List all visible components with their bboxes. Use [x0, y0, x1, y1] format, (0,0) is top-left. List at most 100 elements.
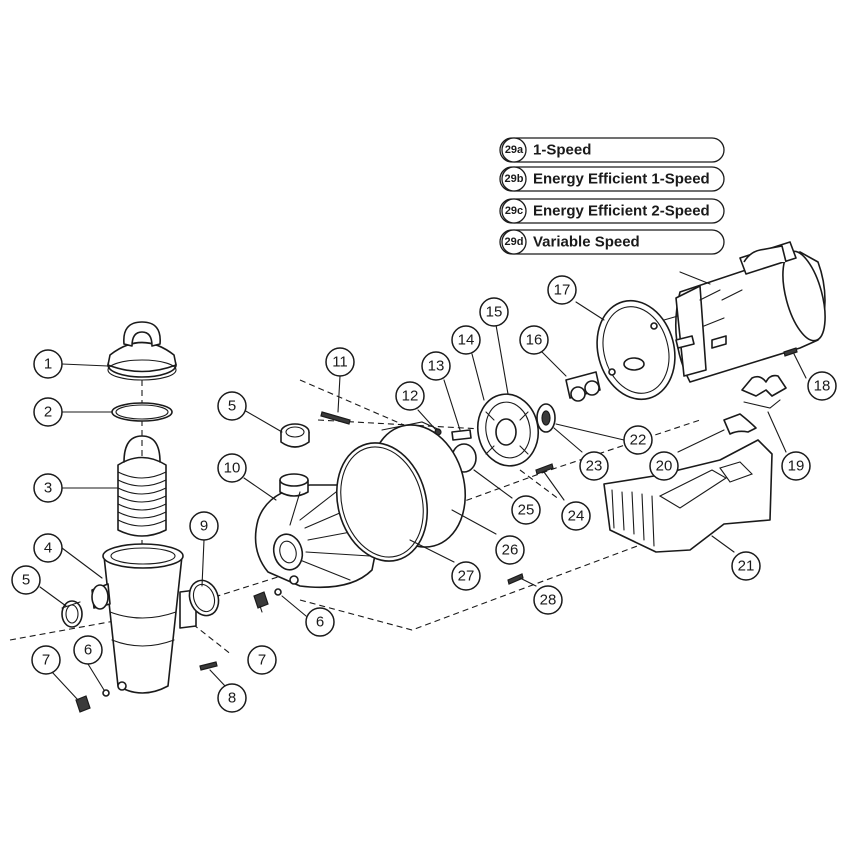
svg-text:24: 24 — [568, 508, 585, 525]
legend-label: Energy Efficient 1-Speed — [533, 171, 710, 188]
svg-text:3: 3 — [44, 480, 52, 497]
union-fitting-left — [61, 600, 83, 628]
callout-4: 4 — [33, 533, 63, 563]
legend-code: 29d — [505, 236, 524, 248]
leader-lines — [39, 271, 807, 701]
union-fitting-top — [280, 423, 310, 448]
callout-6a: 6 — [73, 635, 103, 665]
strainer-lid — [107, 321, 177, 381]
svg-text:5: 5 — [22, 572, 30, 589]
svg-text:28: 28 — [540, 592, 557, 609]
callout-20: 20 — [649, 451, 679, 481]
callout-12: 12 — [395, 381, 425, 411]
svg-text:6: 6 — [316, 614, 324, 631]
svg-text:27: 27 — [458, 568, 475, 585]
legend-code: 29b — [505, 173, 524, 185]
screw-28 — [507, 573, 524, 585]
svg-text:22: 22 — [630, 432, 647, 449]
svg-text:9: 9 — [200, 518, 208, 535]
callout-14: 14 — [451, 325, 481, 355]
shaft-seal — [536, 403, 556, 433]
svg-text:1: 1 — [44, 356, 52, 373]
callout-7a: 7 — [31, 645, 61, 675]
callout-18: 18 — [807, 371, 837, 401]
legend-label: Energy Efficient 2-Speed — [533, 203, 710, 220]
svg-text:14: 14 — [458, 332, 475, 349]
impeller — [477, 393, 539, 467]
svg-text:7: 7 — [42, 652, 50, 669]
svg-text:19: 19 — [788, 458, 805, 475]
strainer-basket — [117, 435, 167, 537]
callout-22: 22 — [623, 425, 653, 455]
motor-flange-plate — [596, 299, 676, 401]
svg-text:6: 6 — [84, 642, 92, 659]
legend-item-29d: 29d Variable Speed — [499, 229, 725, 255]
seal-plate-16 — [565, 371, 601, 402]
callout-27: 27 — [451, 561, 481, 591]
callout-7b: 7 — [247, 645, 277, 675]
motor — [663, 241, 826, 383]
screw-24 — [535, 463, 554, 475]
callout-2: 2 — [33, 397, 63, 427]
callout-3: 3 — [33, 473, 63, 503]
legend-item-29c: 29c Energy Efficient 2-Speed — [499, 198, 725, 224]
callout-19: 19 — [781, 451, 811, 481]
callout-28: 28 — [533, 585, 563, 615]
callout-15: 15 — [479, 297, 509, 327]
svg-text:17: 17 — [554, 282, 571, 299]
callout-25: 25 — [511, 495, 541, 525]
callout-24: 24 — [561, 501, 591, 531]
legend-label: 1-Speed — [533, 142, 591, 159]
svg-text:2: 2 — [44, 404, 52, 421]
legend-item-29a: 29a 1-Speed — [499, 137, 725, 163]
impeller-screw-13 — [451, 429, 472, 441]
callout-26: 26 — [495, 535, 525, 565]
svg-text:18: 18 — [814, 378, 831, 395]
callout-13: 13 — [421, 351, 451, 381]
svg-text:7: 7 — [258, 652, 266, 669]
svg-text:5: 5 — [228, 398, 236, 415]
callout-1: 1 — [33, 349, 63, 379]
motor-clip-20 — [723, 413, 757, 435]
o-ring-9 — [188, 579, 220, 617]
svg-text:10: 10 — [224, 460, 241, 477]
svg-text:20: 20 — [656, 458, 673, 475]
callout-5b: 5 — [217, 391, 247, 421]
svg-text:25: 25 — [518, 502, 535, 519]
callout-6b: 6 — [305, 607, 335, 637]
drain-plug-right — [253, 588, 282, 609]
callout-17: 17 — [547, 275, 577, 305]
callout-8: 8 — [217, 683, 247, 713]
svg-text:16: 16 — [526, 332, 543, 349]
legend-item-29b: 29b Energy Efficient 1-Speed — [499, 166, 725, 192]
screw-8 — [199, 661, 218, 671]
lid-o-ring — [111, 402, 173, 422]
legend-code: 29a — [505, 144, 524, 156]
svg-text:11: 11 — [332, 354, 348, 371]
callout-9: 9 — [189, 511, 219, 541]
svg-text:8: 8 — [228, 690, 236, 707]
svg-text:4: 4 — [44, 540, 52, 557]
callout-16: 16 — [519, 325, 549, 355]
motor-base — [603, 439, 773, 553]
callouts: 1 2 3 4 5 5 6 6 7 7 8 9 10 11 12 13 14 1… — [11, 275, 837, 713]
drain-plug-left — [75, 689, 110, 713]
motor-clip-19 — [741, 374, 787, 409]
svg-text:12: 12 — [402, 388, 419, 405]
screw-11 — [320, 411, 351, 425]
motor-legend: 29a 1-Speed 29b Energy Efficient 1-Speed… — [499, 137, 725, 255]
housing-o-ring — [335, 442, 429, 562]
callout-23: 23 — [579, 451, 609, 481]
svg-text:23: 23 — [586, 458, 603, 475]
callout-11: 11 — [325, 347, 355, 377]
svg-text:26: 26 — [502, 542, 519, 559]
strainer-pot — [91, 543, 197, 694]
pump-housing — [254, 473, 379, 589]
callout-21: 21 — [731, 551, 761, 581]
callout-5a: 5 — [11, 565, 41, 595]
screw-18 — [783, 347, 798, 357]
svg-text:21: 21 — [738, 558, 755, 575]
svg-text:13: 13 — [428, 358, 445, 375]
legend-label: Variable Speed — [533, 234, 640, 251]
